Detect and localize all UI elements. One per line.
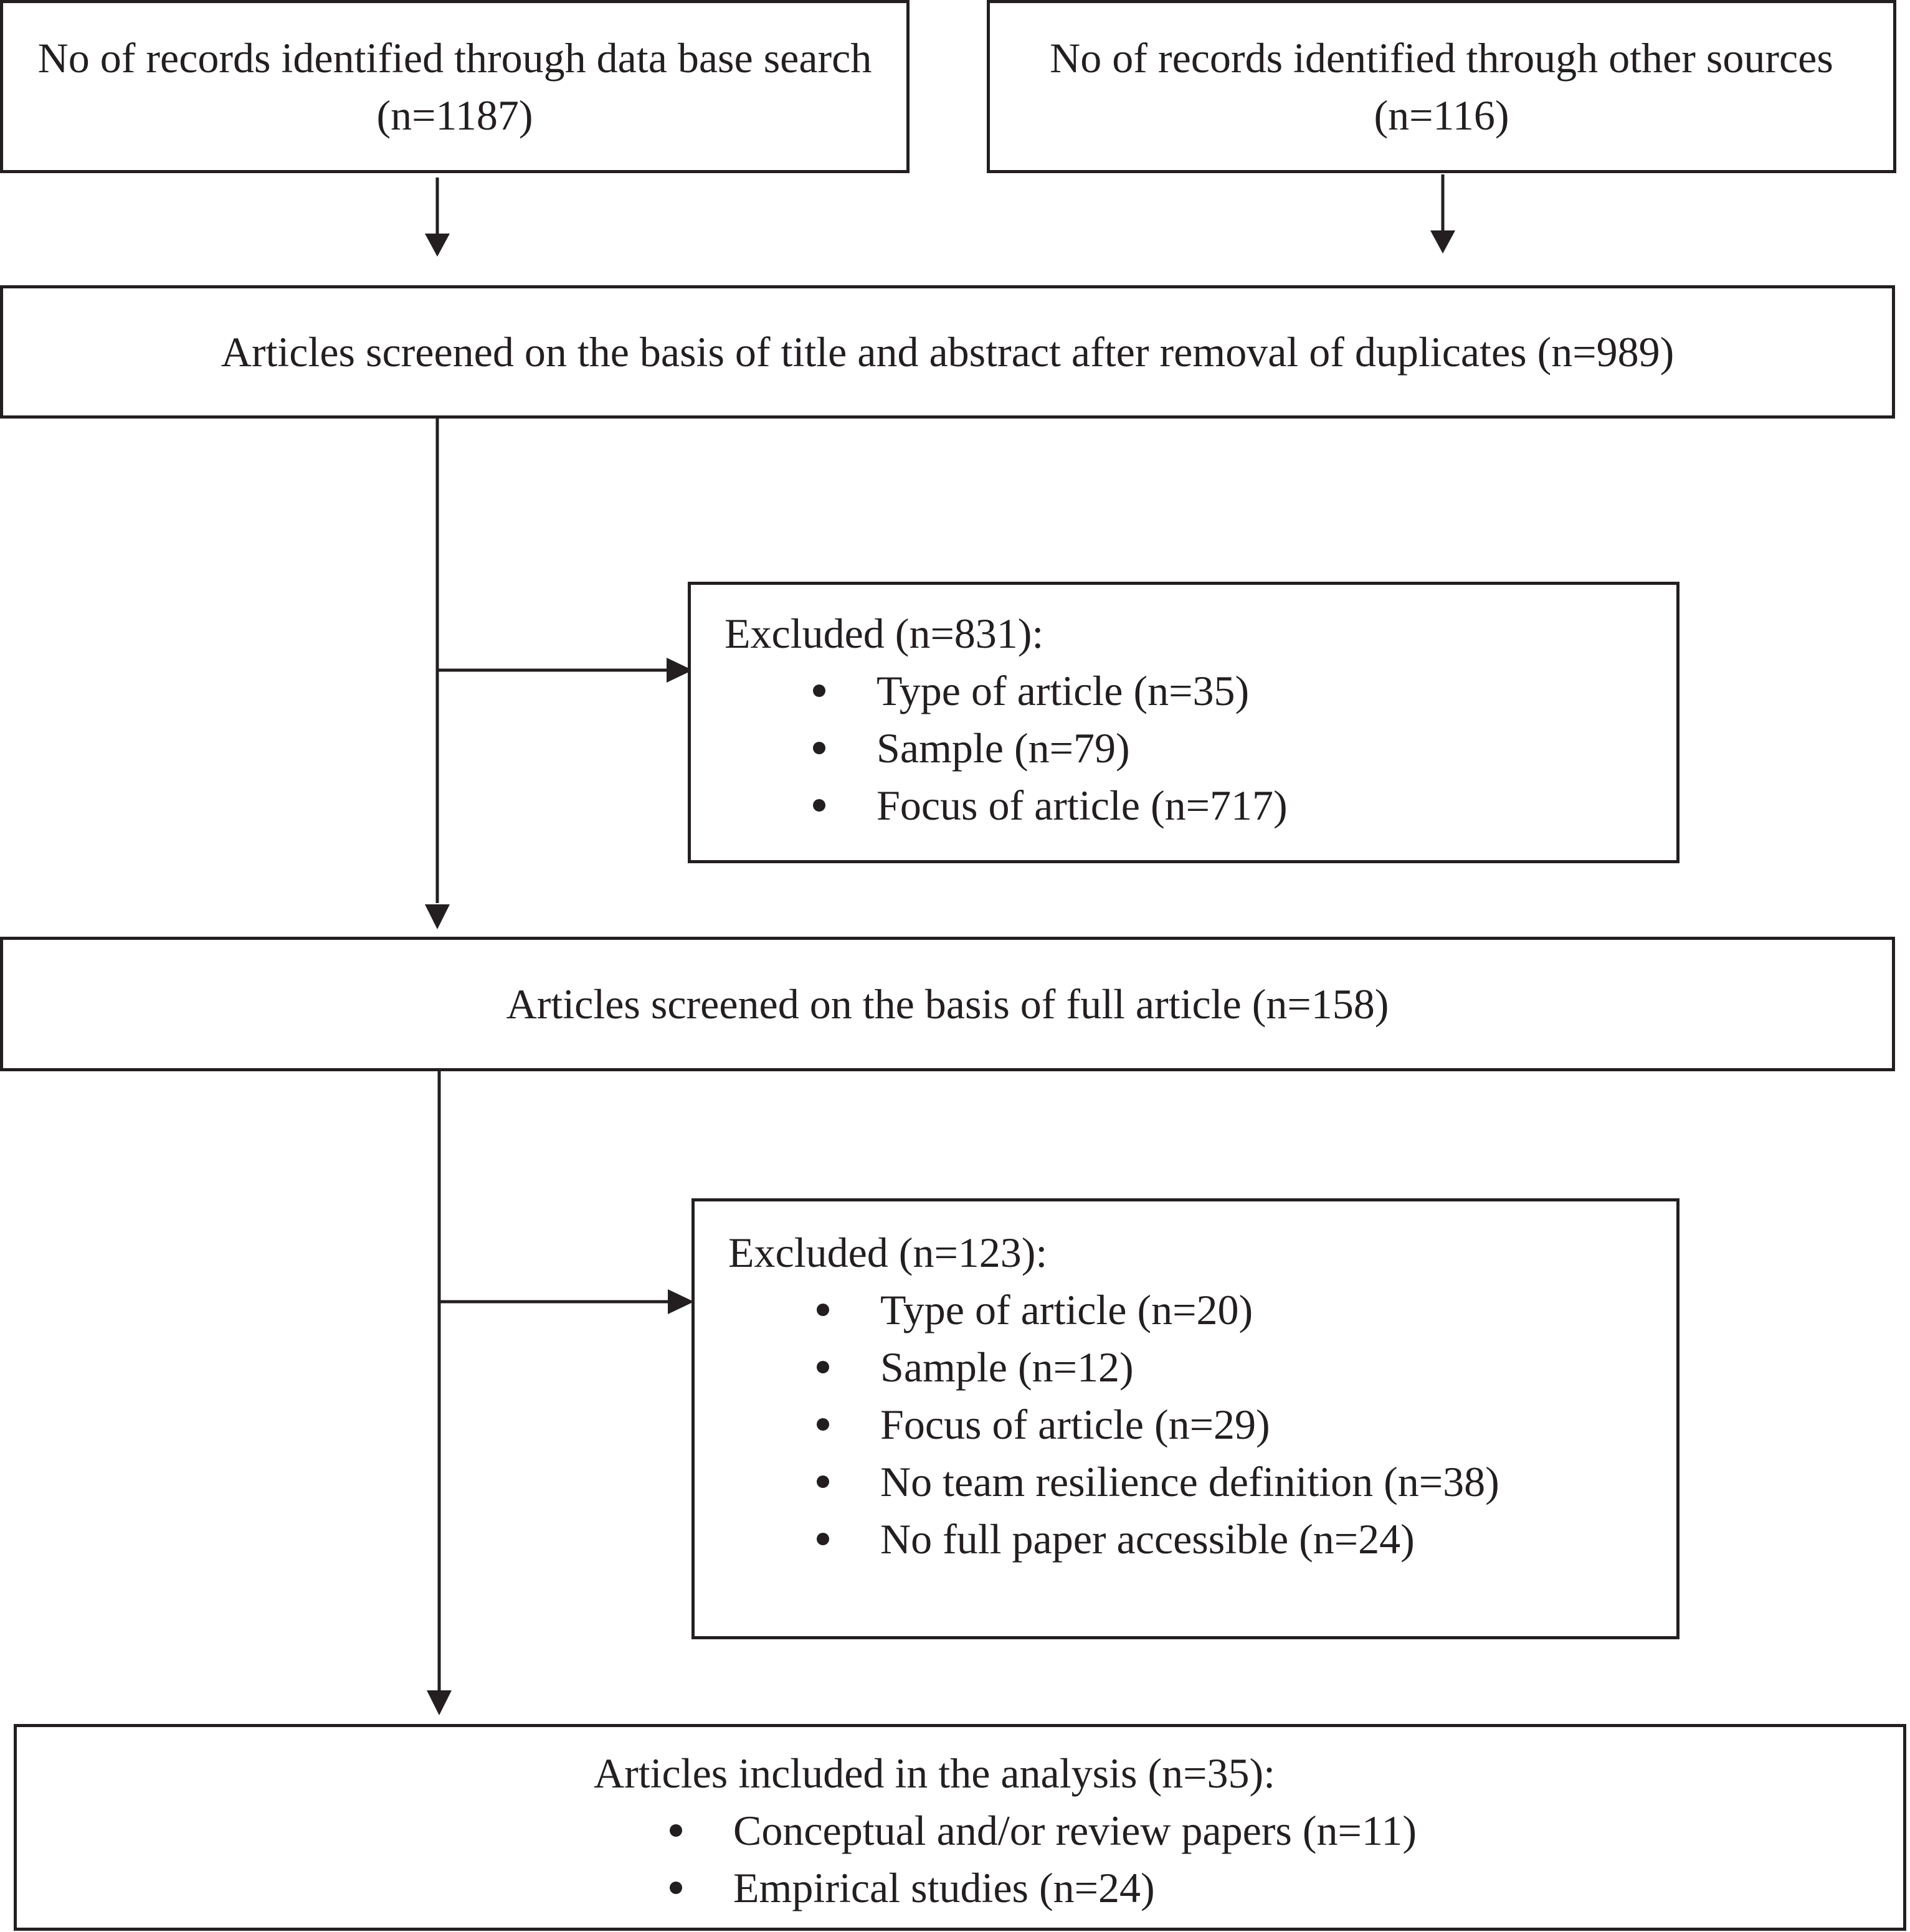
excluded-first-heading: Excluded (n=831): [725, 610, 1044, 657]
bullet-icon [813, 799, 825, 812]
bullet-icon [817, 1361, 829, 1373]
excluded-second-item-text: No full paper accessible (n=24) [880, 1515, 1415, 1563]
arrowhead-included [427, 1690, 452, 1715]
included-analysis-item-text: Conceptual and/or review papers (n=11) [733, 1807, 1417, 1854]
excluded-second-heading: Excluded (n=123): [728, 1229, 1048, 1276]
excluded-first-list: Type of article (n=35) Sample (n=79) Foc… [725, 662, 1288, 834]
excluded-second-item-text: No team resilience definition (n=38) [880, 1458, 1499, 1505]
bullet-icon [670, 1882, 682, 1894]
arrowhead-excluded-second [668, 1289, 694, 1314]
excluded-first-item: Type of article (n=35) [725, 662, 1288, 719]
excluded-first-item-text: Sample (n=79) [877, 724, 1130, 772]
records-database-search-box: No of records identified through data ba… [0, 0, 910, 173]
included-analysis-box: Articles included in the analysis (n=35)… [14, 1724, 1906, 1931]
excluded-second-item: Sample (n=12) [728, 1338, 1499, 1396]
excluded-first-box: Excluded (n=831): Type of article (n=35)… [688, 582, 1680, 863]
records-other-sources-box: No of records identified through other s… [987, 0, 1896, 173]
excluded-second-item: No full paper accessible (n=24) [728, 1510, 1499, 1568]
bullet-icon [813, 742, 825, 754]
screening-title-abstract-text: Articles screened on the basis of title … [221, 328, 1675, 376]
bullet-icon [817, 1533, 829, 1545]
included-analysis-item-text: Empirical studies (n=24) [733, 1864, 1155, 1911]
arrowhead-fulltext [425, 904, 450, 929]
records-database-search-text: No of records identified through data ba… [37, 34, 872, 139]
screening-title-abstract-box: Articles screened on the basis of title … [0, 285, 1895, 419]
records-other-sources-text: No of records identified through other s… [1050, 34, 1833, 139]
bullet-icon [817, 1418, 829, 1431]
included-analysis-list: Conceptual and/or review papers (n=11) E… [594, 1802, 1417, 1916]
excluded-second-item-text: Focus of article (n=29) [880, 1401, 1270, 1448]
excluded-first-item: Sample (n=79) [725, 719, 1288, 777]
excluded-second-item-text: Sample (n=12) [880, 1343, 1134, 1391]
bullet-icon [813, 684, 825, 697]
excluded-first-item: Focus of article (n=717) [725, 777, 1288, 834]
screening-full-article-box: Articles screened on the basis of full a… [0, 937, 1895, 1071]
excluded-first-item-text: Focus of article (n=717) [877, 782, 1288, 829]
excluded-second-item-text: Type of article (n=20) [880, 1286, 1253, 1333]
screening-full-article-text: Articles screened on the basis of full a… [506, 980, 1389, 1028]
arrowhead-excluded-first [667, 658, 693, 683]
excluded-second-item: Type of article (n=20) [728, 1281, 1499, 1338]
bullet-icon [670, 1824, 682, 1837]
bullet-icon [817, 1304, 829, 1316]
arrowhead-database [425, 234, 450, 257]
excluded-second-item: No team resilience definition (n=38) [728, 1453, 1499, 1510]
excluded-second-list: Type of article (n=20) Sample (n=12) Foc… [728, 1281, 1499, 1568]
included-analysis-heading: Articles included in the analysis (n=35)… [594, 1750, 1275, 1797]
excluded-second-box: Excluded (n=123): Type of article (n=20)… [691, 1198, 1680, 1639]
excluded-second-item: Focus of article (n=29) [728, 1396, 1499, 1453]
included-analysis-item: Conceptual and/or review papers (n=11) [594, 1802, 1417, 1859]
excluded-first-item-text: Type of article (n=35) [877, 667, 1250, 714]
included-analysis-item: Empirical studies (n=24) [594, 1859, 1417, 1916]
arrowhead-other [1430, 230, 1455, 253]
bullet-icon [817, 1475, 829, 1488]
